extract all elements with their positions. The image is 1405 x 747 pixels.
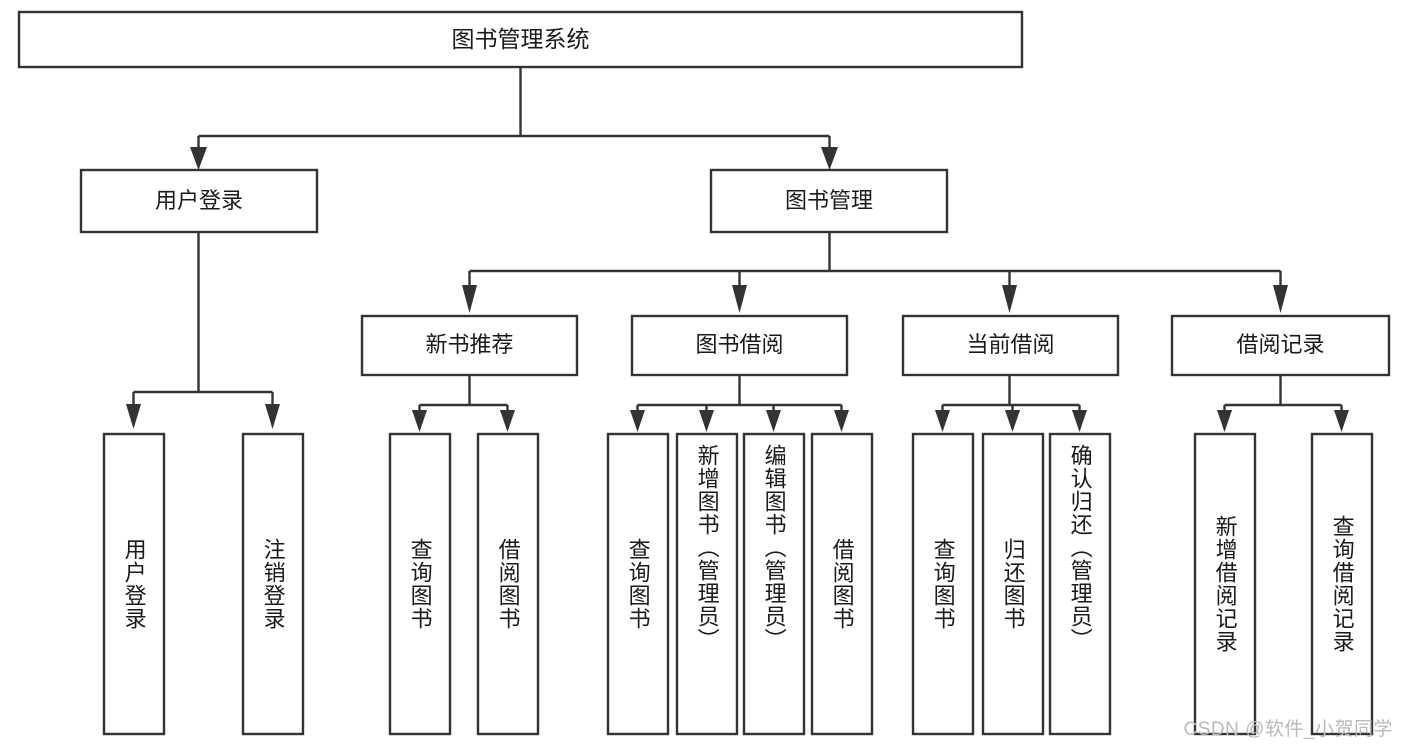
leaf-box-user-login-1[interactable]	[102, 432, 166, 736]
arrowhead-to-book-manage	[821, 147, 838, 170]
edge-group-user-login	[126, 232, 280, 429]
leaf-box-book-borrow-1[interactable]	[606, 432, 670, 736]
arrowhead-to-book-borrow	[732, 285, 747, 313]
edge-group-book-borrow	[630, 375, 849, 432]
node-borrow-record-box[interactable]	[1170, 314, 1391, 377]
leaf-box-user-login-2[interactable]	[241, 432, 305, 736]
arrowhead-to-new-book-recommend	[462, 285, 477, 313]
edge-group-borrow-record	[1217, 375, 1349, 432]
arrowhead-cb-leaf-1	[935, 410, 950, 432]
leaf-box-current-borrow-2[interactable]	[981, 432, 1045, 736]
leaf-box-current-borrow-1[interactable]	[911, 432, 975, 736]
node-root-box[interactable]	[17, 10, 1024, 69]
node-user-login[interactable]: 用户登录	[79, 168, 319, 234]
node-borrow-record-label: 借阅记录	[1236, 332, 1324, 357]
node-new-book-recommend-box[interactable]	[360, 314, 579, 377]
arrowhead-bb-leaf-4	[834, 410, 849, 432]
node-root-label: 图书管理系统	[452, 26, 590, 52]
leaf-box-book-borrow-3[interactable]	[742, 432, 806, 736]
leaf-box-new-book-recommend-2[interactable]	[476, 432, 540, 736]
node-borrow-record[interactable]: 借阅记录	[1170, 314, 1391, 377]
node-book-manage-label: 图书管理	[785, 188, 873, 213]
node-book-borrow-label: 图书借阅	[695, 332, 783, 357]
arrowhead-cb-leaf-3	[1072, 410, 1087, 432]
arrowhead-to-borrow-record	[1273, 285, 1288, 313]
node-book-manage-box[interactable]	[709, 168, 949, 234]
edge-group-root	[190, 67, 838, 170]
arrowhead-cb-leaf-2	[1005, 410, 1020, 432]
arrowhead-br-leaf-2	[1334, 410, 1349, 432]
node-current-borrow-box[interactable]	[901, 314, 1120, 377]
edge-group-book-manage	[462, 232, 1288, 313]
node-book-borrow[interactable]: 图书借阅	[630, 314, 849, 377]
node-current-borrow-label: 当前借阅	[966, 332, 1054, 357]
node-new-book-recommend-label: 新书推荐	[425, 332, 513, 357]
leaf-box-book-borrow-2[interactable]	[675, 432, 739, 736]
leaf-box-borrow-record-2[interactable]	[1310, 432, 1374, 736]
arrowhead-to-user-login	[190, 147, 207, 170]
node-book-manage[interactable]: 图书管理	[709, 168, 949, 234]
leaf-box-current-borrow-3[interactable]	[1048, 432, 1112, 736]
leaf-box-borrow-record-1[interactable]	[1193, 432, 1257, 736]
arrowhead-br-leaf-1	[1217, 410, 1232, 432]
node-user-login-label: 用户登录	[155, 188, 243, 213]
node-new-book-recommend[interactable]: 新书推荐	[360, 314, 579, 377]
leaf-box-book-borrow-4[interactable]	[810, 432, 874, 736]
edge-group-new-book-recommend	[412, 375, 515, 432]
arrowhead-nbr-leaf-2	[500, 410, 515, 432]
node-current-borrow[interactable]: 当前借阅	[901, 314, 1120, 377]
arrowhead-user-login-leaf-1	[126, 404, 141, 429]
arrowhead-nbr-leaf-1	[412, 410, 427, 432]
arrowhead-user-login-leaf-2	[265, 404, 280, 429]
arrowhead-bb-leaf-2	[699, 410, 714, 432]
edge-group-current-borrow	[935, 375, 1087, 432]
arrowhead-bb-leaf-1	[630, 410, 645, 432]
node-user-login-box[interactable]	[79, 168, 319, 234]
leaf-box-new-book-recommend-1[interactable]	[388, 432, 452, 736]
node-root[interactable]: 图书管理系统	[17, 10, 1024, 69]
arrowhead-to-current-borrow	[1002, 285, 1017, 313]
node-book-borrow-box[interactable]	[630, 314, 849, 377]
arrowhead-bb-leaf-3	[766, 410, 781, 432]
